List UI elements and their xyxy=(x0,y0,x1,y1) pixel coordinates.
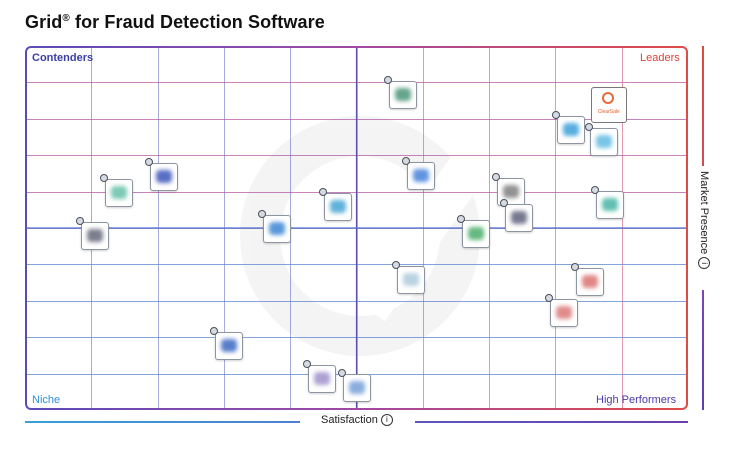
vendor-pin-icon xyxy=(551,110,560,119)
vendor-marker[interactable] xyxy=(318,188,352,222)
vendor-marker[interactable] xyxy=(383,76,417,110)
vendor-marker[interactable] xyxy=(302,359,336,393)
vendor-logo-blurred xyxy=(511,211,528,225)
vendor-pin-icon xyxy=(209,326,218,335)
vendor-pin-icon xyxy=(492,172,501,181)
vendor-logo-blurred xyxy=(155,170,172,184)
vendor-logo-blurred xyxy=(555,306,572,320)
vendor-pin-icon xyxy=(402,157,411,166)
vendor-pin-icon xyxy=(591,185,600,194)
vendor-logo-blurred xyxy=(111,185,128,199)
vendor-pin-icon xyxy=(257,209,266,218)
registered-mark: ® xyxy=(62,13,70,24)
vendor-marker-highlighted[interactable]: ClearSale xyxy=(590,87,627,124)
vendor-logo-blurred xyxy=(413,169,430,183)
grid-chart xyxy=(25,46,688,410)
vendor-logo-blurred xyxy=(220,338,237,352)
vendor-pin-icon xyxy=(383,76,392,85)
y-axis-line-bottom xyxy=(702,290,704,410)
vendor-logo-blurred xyxy=(394,88,411,102)
x-axis-line-left xyxy=(25,421,300,423)
grid-border xyxy=(25,46,688,410)
x-axis-line-right xyxy=(415,421,688,423)
vendor-marker[interactable] xyxy=(551,110,585,144)
info-icon[interactable]: i xyxy=(697,257,710,270)
quadrant-label-high-performers: High Performers xyxy=(596,394,677,406)
vendor-logo-blurred xyxy=(268,221,285,235)
vendor-pin-icon xyxy=(302,359,311,368)
vendor-logo-blurred xyxy=(348,381,365,395)
page-title: Grid® for Fraud Detection Software xyxy=(25,12,325,32)
vendor-marker[interactable] xyxy=(571,263,605,297)
vendor-marker[interactable] xyxy=(392,261,426,295)
info-icon[interactable]: i xyxy=(380,414,393,427)
vendor-logo-blurred xyxy=(403,273,420,287)
vendor-logo-blurred xyxy=(503,184,520,198)
vendor-logo-icon xyxy=(601,92,614,105)
vendor-marker[interactable] xyxy=(100,173,134,207)
vendor-logo-blurred xyxy=(313,371,330,385)
vendor-pin-icon xyxy=(585,123,594,132)
y-axis-label: Market Presencei xyxy=(697,171,710,270)
vendor-logo-blurred xyxy=(596,135,613,149)
vendor-marker[interactable] xyxy=(500,199,534,233)
vendor-marker[interactable] xyxy=(585,123,619,157)
vendor-pin-icon xyxy=(392,261,401,270)
vendor-logo-blurred xyxy=(562,122,579,136)
vendor-logo-blurred xyxy=(602,197,619,211)
vendor-marker[interactable] xyxy=(591,185,625,219)
y-axis-line-top xyxy=(702,46,704,166)
vendor-marker[interactable] xyxy=(456,215,490,249)
vendor-logo-blurred xyxy=(86,229,103,243)
vendor-pin-icon xyxy=(318,188,327,197)
vendor-marker[interactable] xyxy=(144,158,178,192)
vendor-logo-blurred xyxy=(582,275,599,289)
y-axis: Market Presencei xyxy=(694,46,712,410)
grid-svg xyxy=(25,46,688,410)
vendor-pin-icon xyxy=(544,294,553,303)
vendor-pin-icon xyxy=(337,369,346,378)
quadrant-label-niche: Niche xyxy=(32,394,61,406)
vendor-marker[interactable] xyxy=(257,209,291,243)
vendor-pin-icon xyxy=(571,263,580,272)
vendor-pin-icon xyxy=(144,158,153,167)
vendor-marker[interactable] xyxy=(544,294,578,328)
vendor-marker[interactable] xyxy=(75,217,109,251)
quadrant-label-leaders: Leaders xyxy=(640,52,680,64)
vendor-pin-icon xyxy=(456,215,465,224)
vendor-pin-icon xyxy=(500,199,509,208)
quadrant-label-contenders: Contenders xyxy=(32,52,94,64)
vendor-pin-icon xyxy=(75,217,84,226)
vendor-marker[interactable] xyxy=(402,157,436,191)
vendor-logo-blurred xyxy=(467,227,484,241)
vendor-pin-icon xyxy=(100,173,109,182)
vendor-marker[interactable] xyxy=(209,326,243,360)
vendor-logo-blurred xyxy=(329,200,346,214)
vendor-logo-text: ClearSale xyxy=(597,109,620,116)
vendor-marker[interactable] xyxy=(337,369,371,403)
